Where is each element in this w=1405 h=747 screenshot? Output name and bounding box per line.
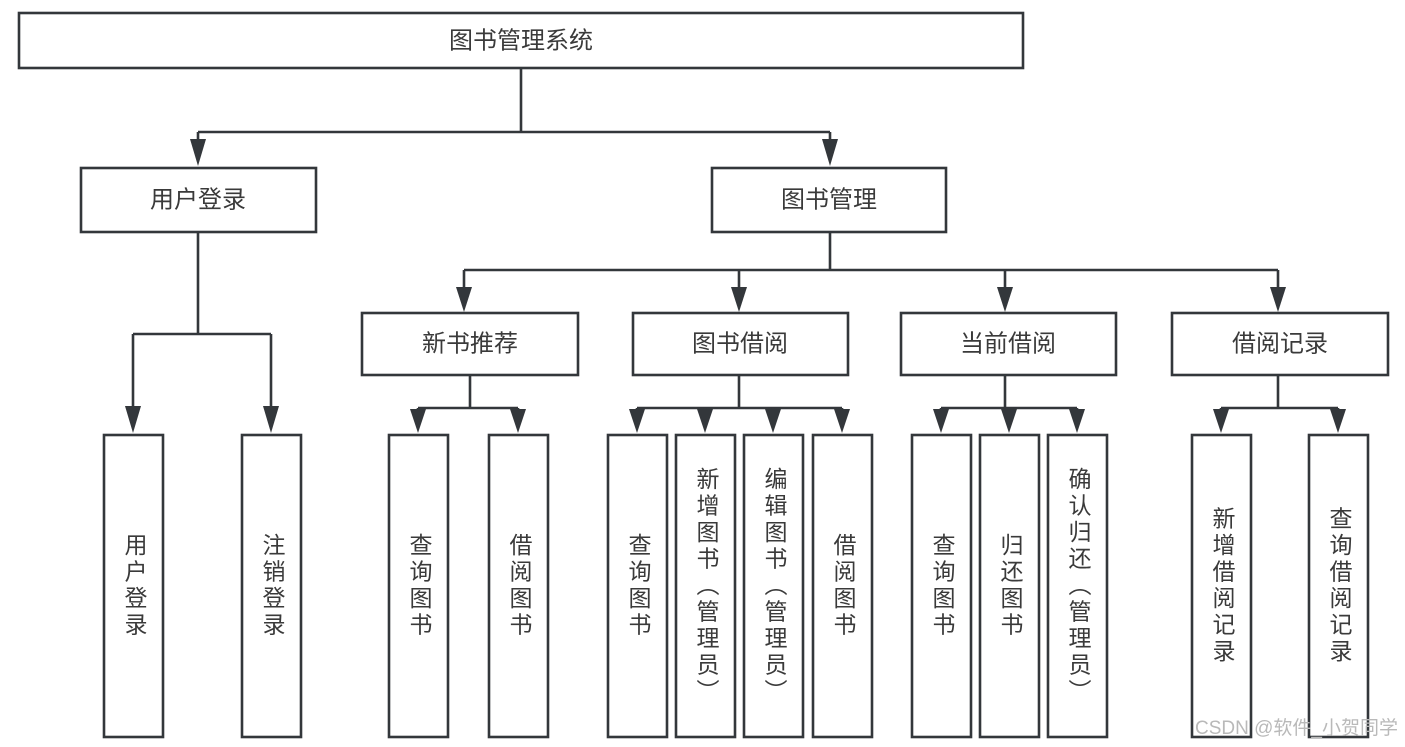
arrowhead-leaf-query-book-2 [629, 409, 645, 433]
leaf-query-book-3-box[interactable] [910, 433, 973, 739]
leaf-add-record-box[interactable] [1190, 433, 1253, 739]
leaf-user-logout[interactable]: 注销登录 [240, 433, 303, 739]
arrowhead-user-login [190, 139, 206, 166]
node-book-borrow-label: 图书借阅 [692, 330, 788, 357]
leaf-confirm-return[interactable]: 确认归还（管理员） [1046, 433, 1109, 739]
node-current-borrow-label: 当前借阅 [960, 330, 1056, 357]
arrowhead-leaf-confirm-return [1069, 409, 1085, 433]
arrowhead-leaf-borrow-book-2 [834, 409, 850, 433]
leaf-user-logout-label: 注销登录 [259, 533, 286, 639]
leaf-borrow-book-2-box[interactable] [811, 433, 874, 739]
node-new-book-recommend[interactable]: 新书推荐 [360, 311, 580, 377]
leaf-user-login[interactable]: 用户登录 [102, 433, 165, 739]
leaf-query-book-1-box[interactable] [387, 433, 450, 739]
leaf-query-record[interactable]: 查询借阅记录 [1307, 433, 1370, 739]
node-book-management-label: 图书管理 [781, 186, 877, 213]
leaf-user-login-box[interactable] [102, 433, 165, 739]
leaf-query-book-2-box[interactable] [606, 433, 669, 739]
leaf-borrow-book-2[interactable]: 借阅图书 [811, 433, 874, 739]
leaf-return-book-box[interactable] [978, 433, 1041, 739]
leaf-borrow-book-1-box[interactable] [487, 433, 550, 739]
node-book-borrow[interactable]: 图书借阅 [631, 311, 850, 377]
leaf-user-login-label: 用户登录 [121, 533, 148, 639]
node-user-login[interactable]: 用户登录 [79, 166, 318, 234]
arrowhead-book-borrow [731, 287, 747, 312]
arrowhead-leaf-edit-book [765, 409, 781, 433]
arrowhead-leaf-query-book-3 [933, 409, 949, 433]
arrowhead-leaf-return-book [1001, 409, 1017, 433]
node-user-login-box[interactable] [79, 166, 318, 234]
leaf-query-book-1[interactable]: 查询图书 [387, 433, 450, 739]
node-root[interactable]: 图书管理系统 [17, 11, 1025, 70]
leaf-add-book[interactable]: 新增图书（管理员） [674, 433, 737, 739]
node-book-borrow-box[interactable] [631, 311, 850, 377]
arrowhead-borrow-record [1270, 287, 1286, 312]
leaf-return-book[interactable]: 归还图书 [978, 433, 1041, 739]
arrowhead-leaf-query-record [1330, 409, 1346, 433]
leaf-confirm-return-label: 确认归还（管理员） [1065, 467, 1092, 706]
leaf-add-record-label: 新增借阅记录 [1209, 507, 1236, 666]
arrowhead-leaf-query-book-1 [410, 409, 426, 433]
leaf-add-book-label: 新增图书（管理员） [693, 467, 720, 706]
leaf-query-book-2[interactable]: 查询图书 [606, 433, 669, 739]
node-current-borrow[interactable]: 当前借阅 [899, 311, 1118, 377]
leaf-user-logout-box[interactable] [240, 433, 303, 739]
node-user-login-label: 用户登录 [150, 186, 246, 213]
arrowhead-leaf-user-login [125, 406, 141, 433]
node-borrow-record-box[interactable] [1170, 311, 1390, 377]
leaf-query-record-box[interactable] [1307, 433, 1370, 739]
leaf-query-record-label: 查询借阅记录 [1326, 507, 1353, 666]
leaf-confirm-return-box[interactable] [1046, 433, 1109, 739]
node-borrow-record[interactable]: 借阅记录 [1170, 311, 1390, 377]
node-root-label: 图书管理系统 [449, 27, 593, 54]
node-root-box[interactable] [17, 11, 1025, 70]
leaf-borrow-book-1-label: 借阅图书 [506, 533, 533, 639]
arrowhead-leaf-add-record [1213, 409, 1229, 433]
node-book-management[interactable]: 图书管理 [710, 166, 948, 234]
arrowhead-leaf-user-logout [263, 406, 279, 433]
node-new-book-recommend-label: 新书推荐 [422, 330, 518, 357]
arrowhead-leaf-add-book [697, 409, 713, 433]
leaf-query-book-3[interactable]: 查询图书 [910, 433, 973, 739]
node-borrow-record-label: 借阅记录 [1232, 330, 1328, 357]
arrowhead-leaf-borrow-book-1 [510, 409, 526, 433]
node-new-book-recommend-box[interactable] [360, 311, 580, 377]
node-book-management-box[interactable] [710, 166, 948, 234]
leaf-query-book-2-label: 查询图书 [625, 533, 652, 639]
leaf-borrow-book-2-label: 借阅图书 [830, 533, 857, 639]
node-current-borrow-box[interactable] [899, 311, 1118, 377]
leaf-return-book-label: 归还图书 [997, 533, 1024, 639]
leaf-edit-book-label: 编辑图书（管理员） [761, 467, 788, 706]
leaf-edit-book[interactable]: 编辑图书（管理员） [742, 433, 805, 739]
connector-layer [125, 68, 1346, 433]
leaf-borrow-book-1[interactable]: 借阅图书 [487, 433, 550, 739]
leaf-query-book-3-label: 查询图书 [929, 533, 956, 639]
leaf-add-record[interactable]: 新增借阅记录 [1190, 433, 1253, 739]
arrowhead-new-book-recommend [456, 287, 472, 312]
arrowhead-book-management [822, 139, 838, 166]
csdn-watermark: CSDN @软件_小贺同学 [1195, 717, 1398, 739]
arrowhead-current-borrow [997, 287, 1013, 312]
leaf-add-book-box[interactable] [674, 433, 737, 739]
leaf-edit-book-box[interactable] [742, 433, 805, 739]
leaf-query-book-1-label: 查询图书 [406, 533, 433, 639]
